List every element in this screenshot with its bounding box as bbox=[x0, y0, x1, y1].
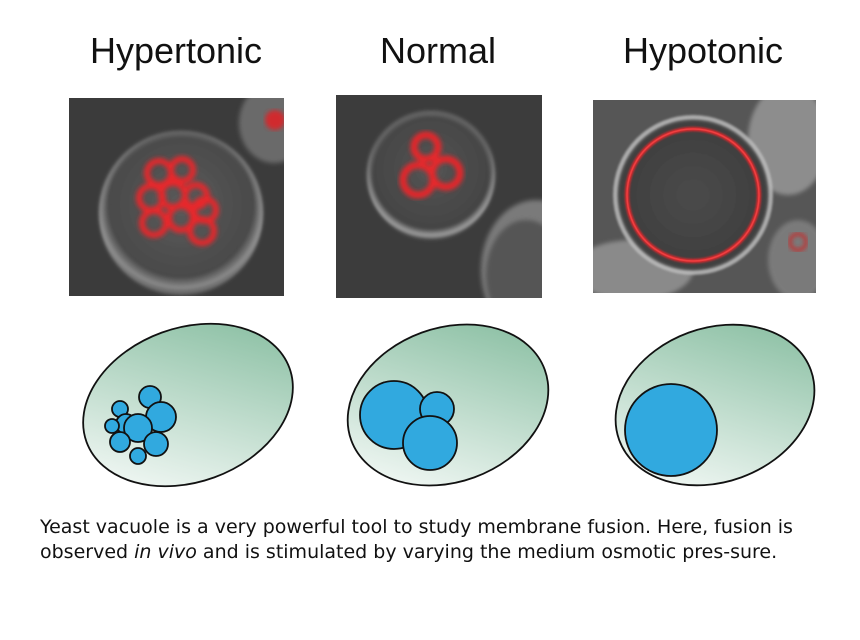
vacuole bbox=[123, 413, 153, 443]
micrograph-hypertonic bbox=[69, 98, 284, 296]
caption-text-2: and is stimulated by varying the medium … bbox=[196, 541, 778, 563]
caption-italic: in vivo bbox=[134, 541, 197, 563]
diagram-hypertonic bbox=[82, 322, 294, 488]
vacuole bbox=[104, 418, 120, 434]
micrograph-normal bbox=[336, 95, 542, 298]
vacuole bbox=[129, 447, 147, 465]
cell-outline bbox=[82, 322, 294, 488]
vacuole bbox=[402, 415, 458, 471]
vacuole bbox=[109, 431, 131, 453]
diagram-normal bbox=[346, 323, 550, 487]
title-hypotonic: Hypotonic bbox=[622, 30, 784, 71]
micrograph-hypotonic bbox=[593, 100, 816, 293]
vacuole bbox=[143, 431, 169, 457]
diagram-hypotonic bbox=[614, 323, 816, 487]
vacuole bbox=[624, 383, 718, 477]
title-hypertonic: Hypertonic bbox=[89, 30, 263, 71]
title-normal: Normal bbox=[379, 30, 496, 71]
caption: Yeast vacuole is a very powerful tool to… bbox=[40, 515, 840, 565]
caption-text-1: Yeast vacuole is a very powerful tool to… bbox=[40, 516, 793, 563]
